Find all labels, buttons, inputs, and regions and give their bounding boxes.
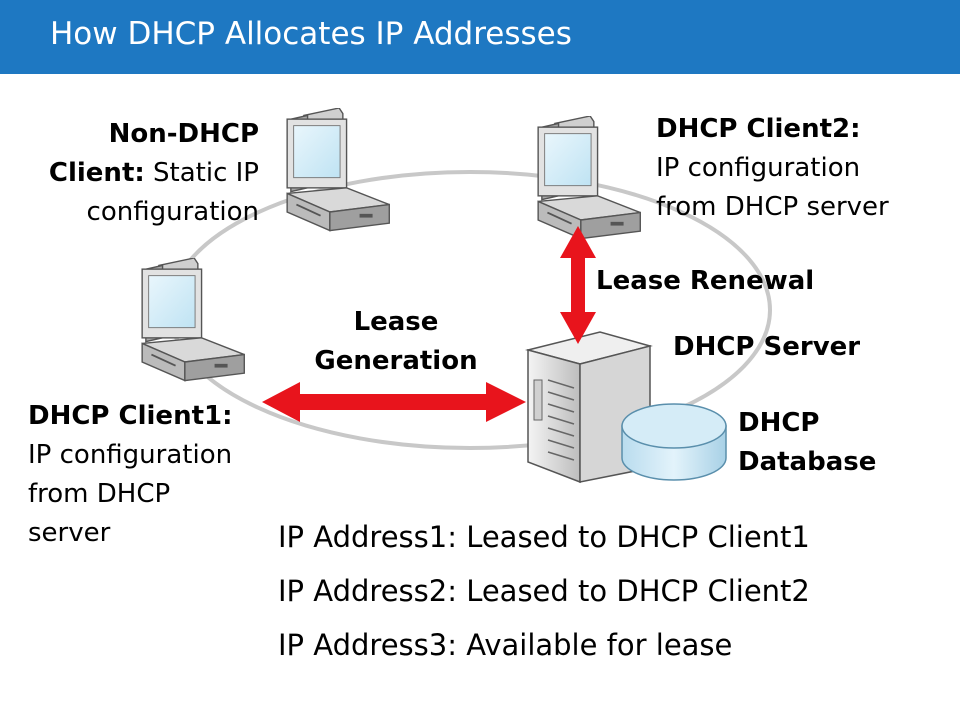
dhcp-client2-heading: DHCP Client2: xyxy=(656,114,861,144)
dhcp-client2-detail-line1: IP configuration xyxy=(656,153,861,183)
page-title: How DHCP Allocates IP Addresses xyxy=(50,16,572,52)
dhcp-client1-label: DHCP Client1: IP configuration from DHCP… xyxy=(28,397,233,553)
dhcp-database-line2: Database xyxy=(738,447,877,477)
dhcp-client2-detail-line2: from DHCP server xyxy=(656,192,889,222)
title-bar: How DHCP Allocates IP Addresses xyxy=(0,0,960,74)
lease-generation-line1: Lease xyxy=(353,307,439,337)
dhcp-database-label: DHCP Database xyxy=(738,404,876,482)
list-item: IP Address1: Leased to DHCP Client1 xyxy=(278,520,810,554)
lease-generation-line2: Generation xyxy=(314,346,478,376)
lease-renewal-double-arrow-icon xyxy=(560,226,596,344)
lease-generation-label: Lease Generation xyxy=(296,303,496,381)
dhcp-database-line1: DHCP xyxy=(738,408,820,438)
list-item: IP Address3: Available for lease xyxy=(278,628,733,662)
dhcp-client1-detail-line2: from DHCP xyxy=(28,479,171,509)
non-dhcp-heading-line1: Non-DHCP xyxy=(108,119,259,149)
dhcp-client1-computer-icon xyxy=(141,258,246,382)
non-dhcp-heading-line2: Client: xyxy=(48,158,145,188)
dhcp-database-icon xyxy=(621,403,727,481)
dhcp-client1-heading: DHCP Client1: xyxy=(28,401,233,431)
dhcp-client1-detail-line3: server xyxy=(28,518,111,548)
non-dhcp-client-computer-icon xyxy=(286,108,391,232)
non-dhcp-detail-line2: Static IP xyxy=(144,158,259,188)
dhcp-client2-computer-icon xyxy=(537,116,642,240)
dhcp-client2-label: DHCP Client2: IP configuration from DHCP… xyxy=(656,110,889,227)
dhcp-server-label: DHCP Server xyxy=(673,332,861,362)
list-item: IP Address2: Leased to DHCP Client2 xyxy=(278,574,810,608)
non-dhcp-client-label: Non-DHCP Client: Static IP configuration xyxy=(28,115,259,232)
lease-renewal-label: Lease Renewal xyxy=(596,266,815,296)
non-dhcp-detail-line3: configuration xyxy=(86,197,259,227)
lease-generation-double-arrow-icon xyxy=(262,382,526,422)
lease-list: IP Address1: Leased to DHCP Client1 IP A… xyxy=(278,510,810,672)
dhcp-client1-detail-line1: IP configuration xyxy=(28,440,233,470)
